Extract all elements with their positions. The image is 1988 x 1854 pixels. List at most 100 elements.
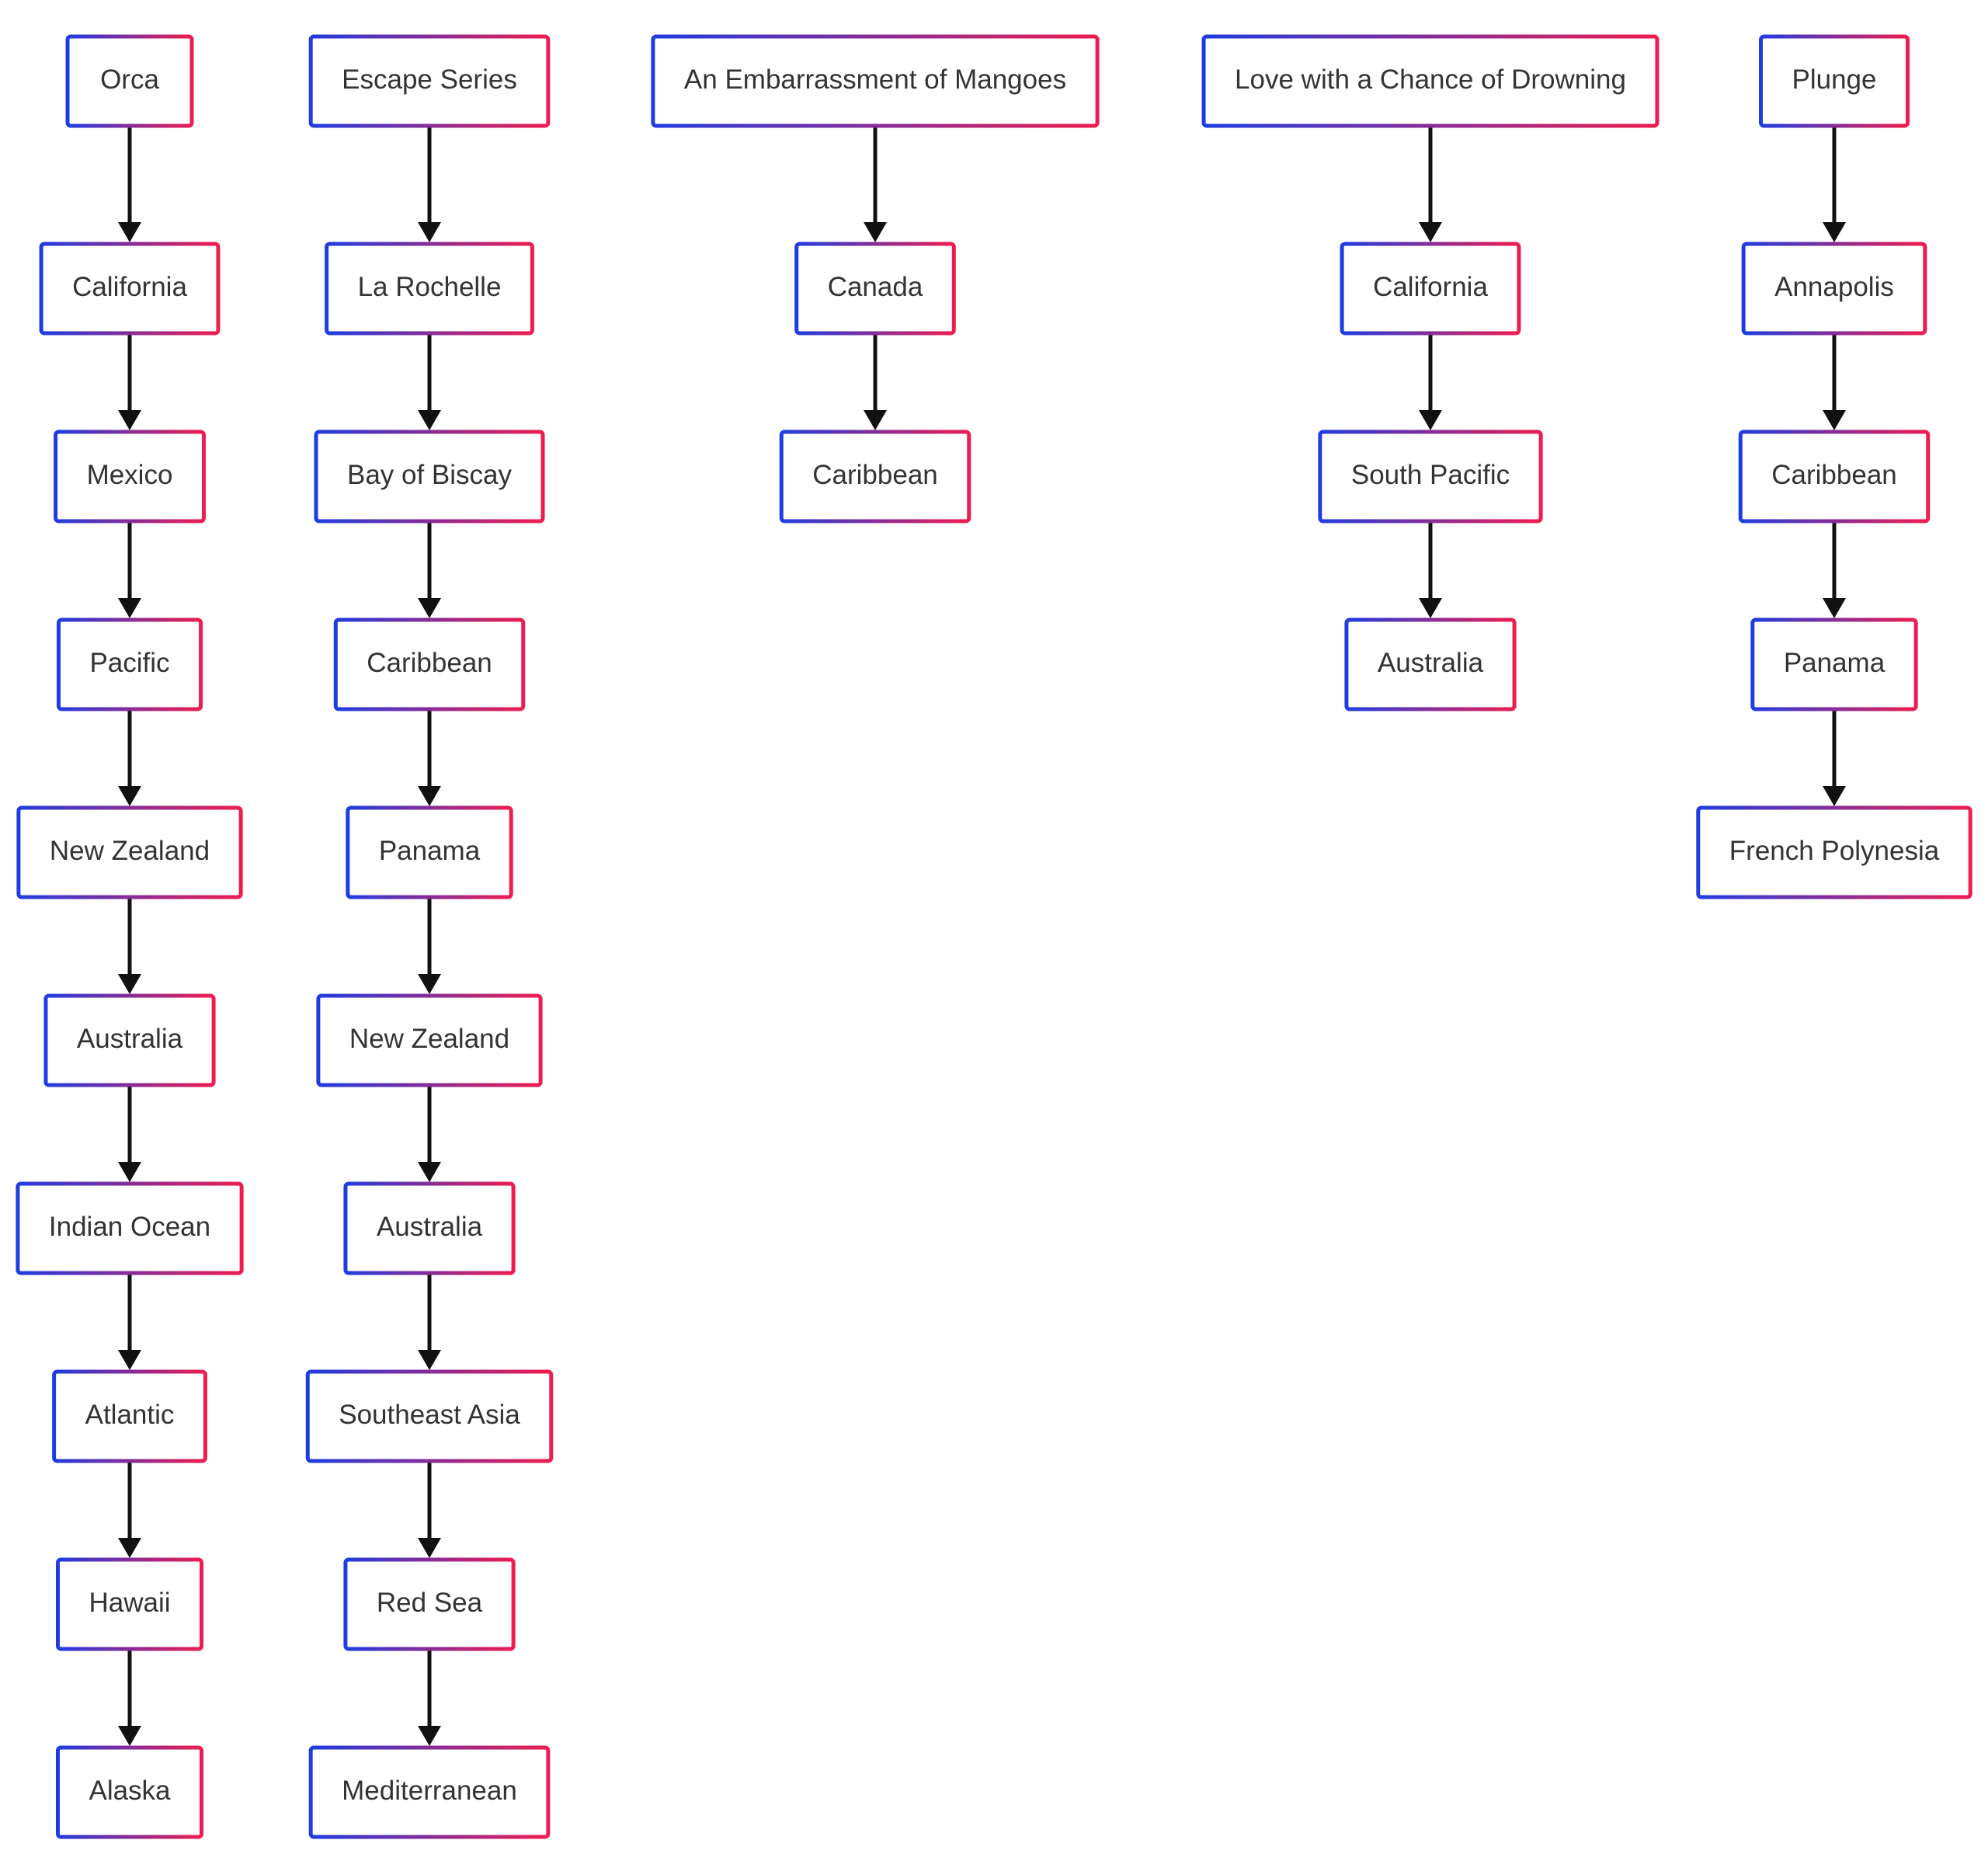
stop-node-mexico: Mexico	[54, 430, 206, 524]
edge-plunge-0	[1823, 126, 1846, 242]
stop-node-panama-box	[346, 805, 513, 899]
stop-node-hawaii: Hawaii	[55, 1557, 204, 1651]
stop-node-indian-ocean-label: Indian Ocean	[49, 1212, 210, 1242]
edge-escape-series-2	[418, 521, 441, 618]
edge-love-with-a-chance-of-drowning-2	[1419, 521, 1442, 618]
stop-node-caribbean-box	[1738, 430, 1931, 524]
stop-node-mediterranean-label: Mediterranean	[342, 1776, 517, 1806]
stop-node-alaska: Alaska	[55, 1745, 204, 1839]
stop-node-caribbean-box	[779, 430, 971, 524]
edge-escape-series-6-arrowhead	[418, 1350, 441, 1370]
stop-node-indian-ocean-box	[16, 1181, 244, 1275]
edge-plunge-2	[1823, 521, 1846, 618]
edge-orca-5-arrowhead	[118, 1162, 141, 1182]
edge-escape-series-3	[418, 709, 441, 806]
edge-orca-8-arrowhead	[118, 1726, 141, 1746]
stop-node-indian-ocean: Indian Ocean	[16, 1181, 244, 1275]
edge-an-embarrassment-of-mangoes-0-arrowhead	[864, 222, 887, 242]
chain-title-escape-series-box	[308, 34, 551, 128]
chain-title-an-embarrassment-of-mangoes-label: An Embarrassment of Mangoes	[684, 64, 1066, 95]
stop-node-annapolis: Annapolis	[1741, 242, 1927, 336]
edge-orca-3-arrowhead	[118, 786, 141, 806]
stop-node-mexico-box	[54, 430, 206, 524]
stop-node-french-polynesia: French Polynesia	[1696, 805, 1972, 899]
edge-escape-series-1	[418, 333, 441, 430]
stop-node-new-zealand-label: New Zealand	[50, 836, 210, 866]
stop-node-california-box	[1340, 242, 1521, 336]
stop-node-california-label: California	[72, 272, 187, 302]
stop-node-south-pacific-label: South Pacific	[1351, 460, 1510, 490]
stop-node-australia-box	[43, 993, 216, 1087]
stop-node-bay-of-biscay-box	[314, 430, 545, 524]
stop-node-new-zealand-box	[16, 805, 243, 899]
stop-node-australia-box	[1344, 617, 1517, 711]
edge-an-embarrassment-of-mangoes-0	[864, 126, 887, 242]
stop-node-california: California	[39, 242, 221, 336]
stop-node-mediterranean-box	[308, 1745, 551, 1839]
edge-escape-series-7-arrowhead	[418, 1538, 441, 1558]
stop-node-canada-box	[794, 242, 956, 336]
edge-plunge-0-arrowhead	[1823, 222, 1846, 242]
stop-node-caribbean: Caribbean	[779, 430, 971, 524]
chain-title-love-with-a-chance-of-drowning: Love with a Chance of Drowning	[1201, 34, 1660, 128]
edge-escape-series-4	[418, 897, 441, 994]
stop-node-pacific-box	[56, 617, 203, 711]
edge-plunge-2-arrowhead	[1823, 598, 1846, 618]
stop-node-caribbean-box	[333, 617, 526, 711]
edge-escape-series-0	[418, 126, 441, 242]
edge-orca-4-arrowhead	[118, 974, 141, 994]
edge-escape-series-8-arrowhead	[418, 1726, 441, 1746]
edge-love-with-a-chance-of-drowning-2-arrowhead	[1419, 598, 1442, 618]
stop-node-australia-label: Australia	[77, 1024, 183, 1054]
stop-node-panama: Panama	[346, 805, 513, 899]
edge-orca-2	[118, 521, 141, 618]
stop-node-new-zealand-box	[316, 993, 543, 1087]
stop-node-panama-label: Panama	[379, 836, 481, 866]
stop-node-new-zealand: New Zealand	[16, 805, 243, 899]
stop-node-atlantic-label: Atlantic	[85, 1400, 175, 1430]
edge-escape-series-8	[418, 1649, 441, 1746]
edge-love-with-a-chance-of-drowning-0	[1419, 126, 1442, 242]
stop-node-red-sea-label: Red Sea	[377, 1588, 483, 1618]
edge-escape-series-7	[418, 1461, 441, 1558]
edge-escape-series-1-arrowhead	[418, 410, 441, 430]
edge-orca-6	[118, 1273, 141, 1370]
stop-node-caribbean: Caribbean	[333, 617, 526, 711]
edge-orca-5	[118, 1085, 141, 1182]
stop-node-australia-label: Australia	[1378, 648, 1484, 678]
edge-love-with-a-chance-of-drowning-0-arrowhead	[1419, 222, 1442, 242]
stop-node-atlantic: Atlantic	[52, 1369, 207, 1463]
stop-node-south-pacific: South Pacific	[1318, 430, 1543, 524]
edge-escape-series-3-arrowhead	[418, 786, 441, 806]
stop-node-la-rochelle-label: La Rochelle	[358, 272, 502, 302]
edge-orca-7-arrowhead	[118, 1538, 141, 1558]
stop-node-australia: Australia	[43, 993, 216, 1087]
stop-node-caribbean-label: Caribbean	[812, 460, 938, 490]
chain-title-escape-series-label: Escape Series	[342, 64, 517, 95]
edge-orca-7	[118, 1461, 141, 1558]
edge-love-with-a-chance-of-drowning-1	[1419, 333, 1442, 430]
edge-plunge-1	[1823, 333, 1846, 430]
chain-title-escape-series: Escape Series	[308, 34, 551, 128]
edge-escape-series-4-arrowhead	[418, 974, 441, 994]
chain-title-plunge: Plunge	[1759, 34, 1910, 128]
stop-node-panama: Panama	[1750, 617, 1918, 711]
chain-title-plunge-label: Plunge	[1792, 64, 1877, 95]
stop-node-caribbean-label: Caribbean	[367, 648, 492, 678]
stop-node-new-zealand-label: New Zealand	[349, 1024, 509, 1054]
stop-node-canada-label: Canada	[828, 272, 923, 302]
stop-node-australia: Australia	[1344, 617, 1517, 711]
stop-node-bay-of-biscay: Bay of Biscay	[314, 430, 545, 524]
edge-plunge-1-arrowhead	[1823, 410, 1846, 430]
edge-orca-1-arrowhead	[118, 410, 141, 430]
edge-escape-series-5	[418, 1085, 441, 1182]
stop-node-pacific-label: Pacific	[89, 648, 169, 678]
edge-orca-4	[118, 897, 141, 994]
chain-title-an-embarrassment-of-mangoes-box	[651, 34, 1100, 128]
stop-node-alaska-box	[55, 1745, 204, 1839]
edge-orca-2-arrowhead	[118, 598, 141, 618]
stop-node-panama-box	[1750, 617, 1918, 711]
stop-node-pacific: Pacific	[56, 617, 203, 711]
stop-node-red-sea: Red Sea	[343, 1557, 516, 1651]
edge-love-with-a-chance-of-drowning-1-arrowhead	[1419, 410, 1442, 430]
